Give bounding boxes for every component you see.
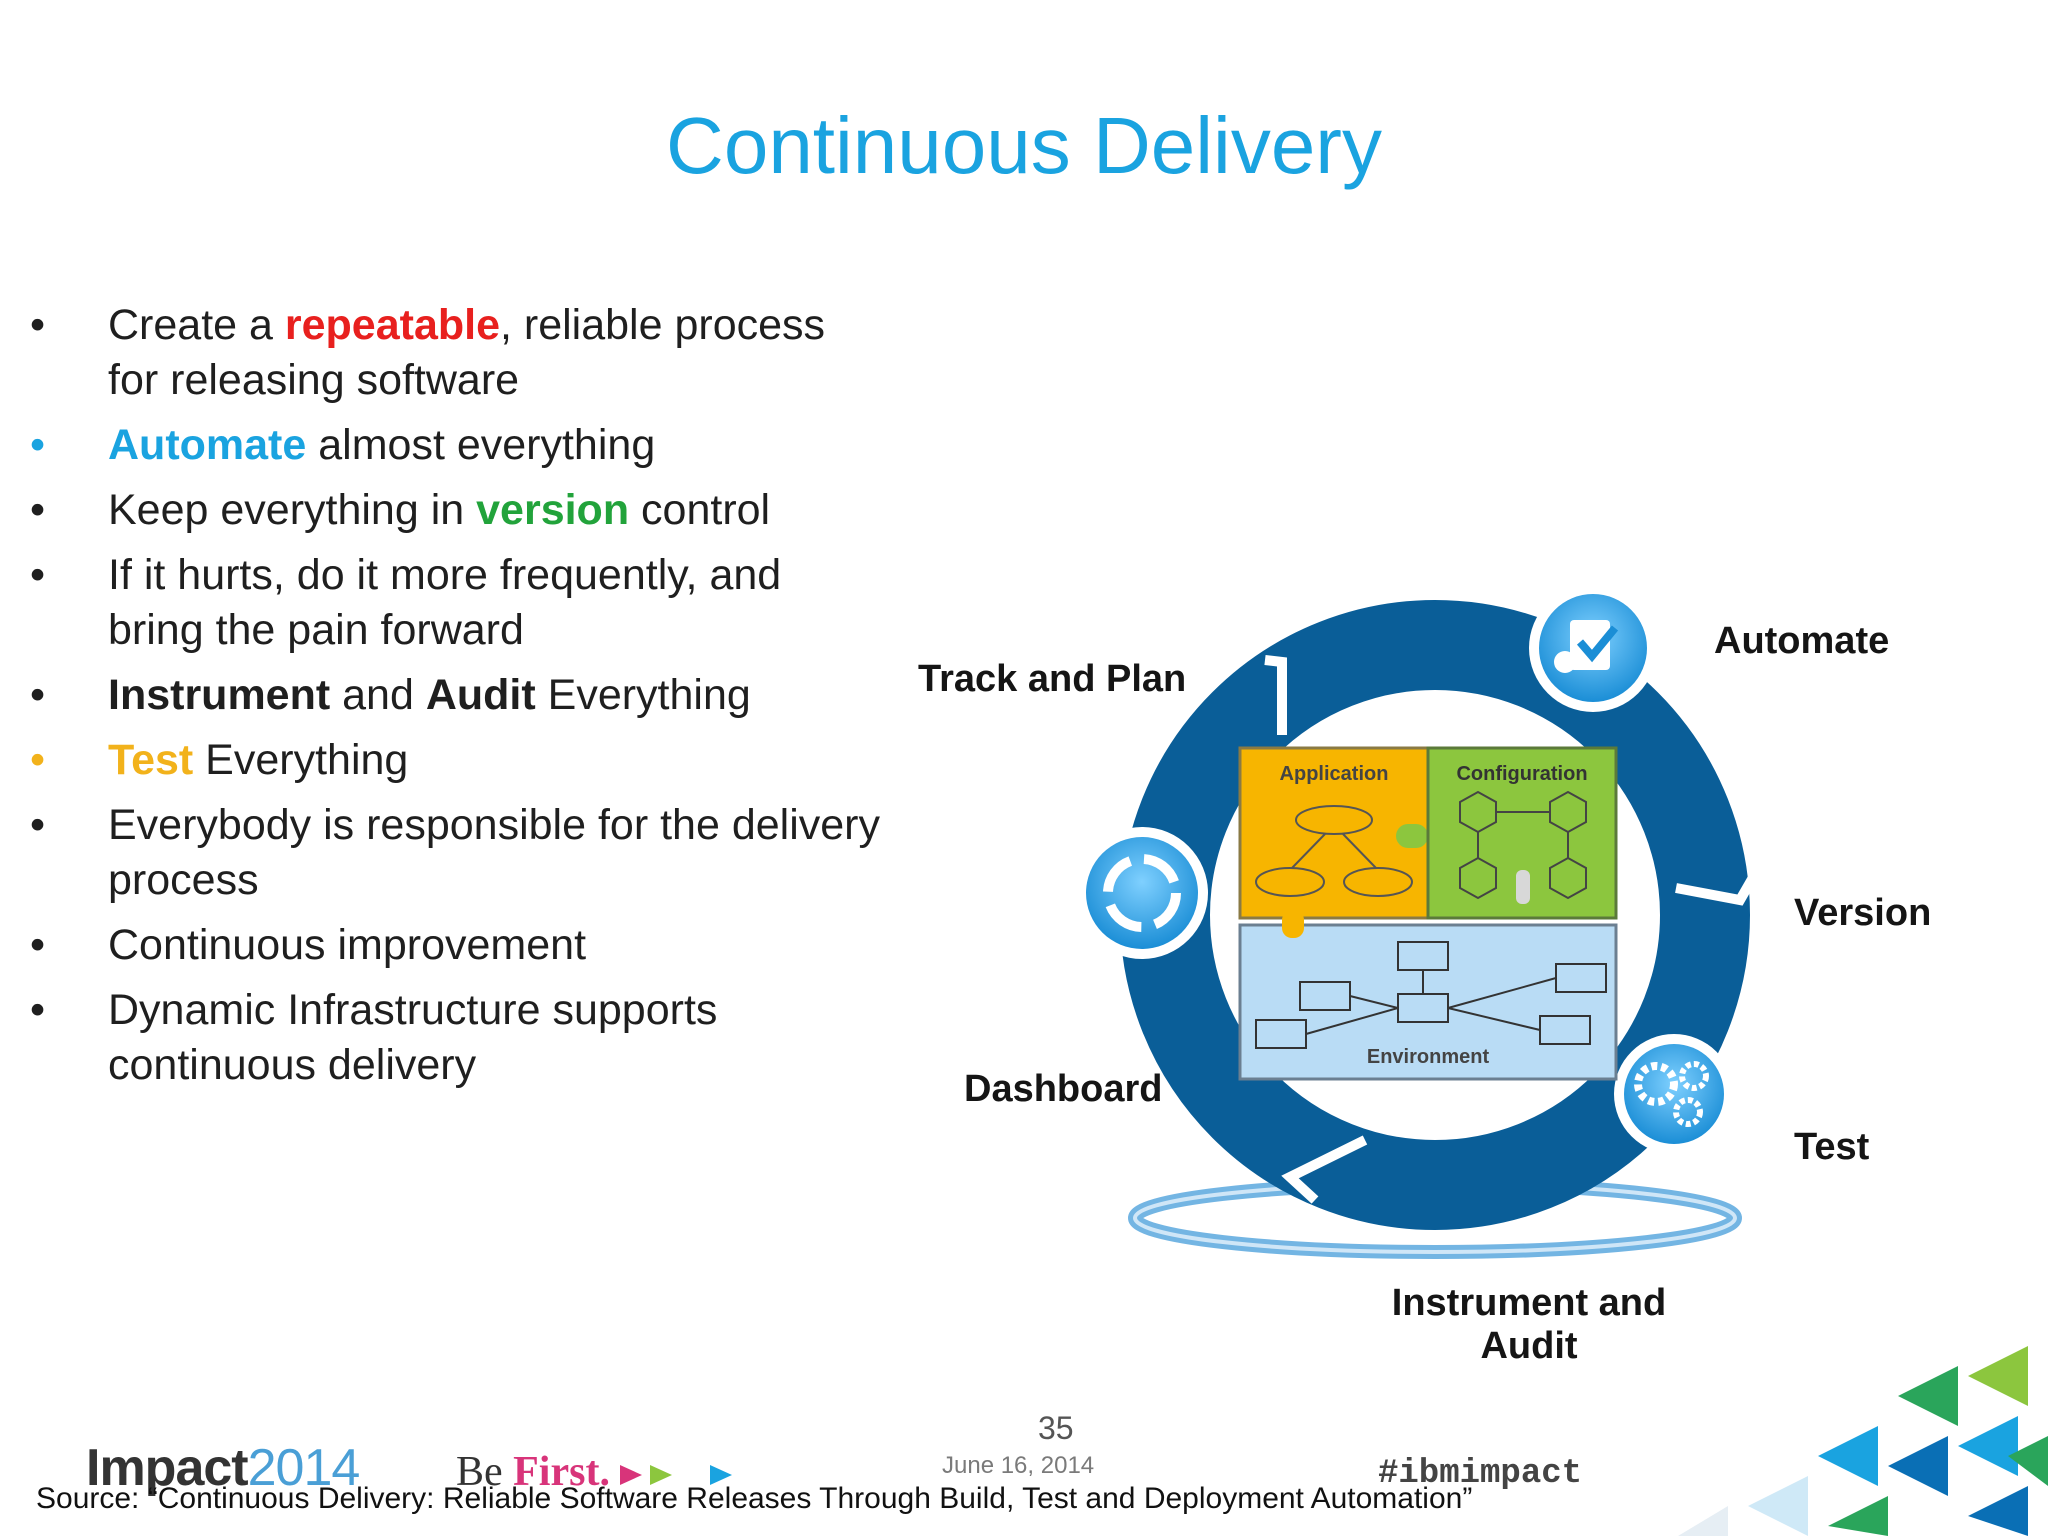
bullet-text: Continuous improvement [108,921,587,969]
bullet-line: Test Everything [108,733,950,788]
bullet-line: Instrument and Audit Everything [108,668,950,723]
slide-title: Continuous Delivery [666,101,1382,190]
first-word: First. [513,1449,610,1495]
gears-icon [1614,1034,1734,1154]
bullet-dot: • [30,551,46,599]
bullet-item: • Automate almost everything [30,418,950,473]
bullet-line: Continuous improvement [108,918,950,973]
bullet-text: Audit [425,671,536,719]
bullet-text: If it hurts, do it more frequently, and [108,551,782,599]
bullet-text: Instrument [108,671,331,719]
bullet-item: • Test Everything [30,733,950,788]
cycle-arrows-icon [1076,827,1208,959]
bullet-text: Everybody is responsible for the deliver… [108,801,880,849]
label-dashboard: Dashboard [964,1068,1163,1110]
environment-label: Environment [1367,1046,1490,1068]
be-first-logo: Be First. [456,1448,740,1496]
impact-year: 2014 [247,1439,361,1497]
bullet-item: • Keep everything in version control [30,483,950,538]
application-box: Application [1238,746,1430,920]
source-citation: Source: “Continuous Delivery: Reliable S… [36,1482,1473,1515]
impact-logo: Impact2014 [86,1438,361,1498]
page-number: 35 [1038,1410,1074,1446]
bullet-text: almost everything [306,421,656,469]
bullet-text: control [629,486,771,534]
label-instrument-line1: Instrument and [1391,1282,1667,1324]
bullet-text: Automate [108,421,307,469]
label-track-and-plan: Track and Plan [918,658,1187,700]
bullet-item: • Instrument and Audit Everything [30,668,950,723]
bullet-item: • Everybody is responsible for the delive… [30,798,950,908]
bullet-text: Dynamic Infrastructure supports [108,986,718,1034]
bullet-text: , reliable process [499,301,826,349]
arrows-icon [620,1465,733,1486]
label-instrument-and-audit: Instrument and Audit [1384,1282,1674,1368]
bullet-item: • If it hurts, do it more frequently, and… [30,548,950,658]
bullet-line: Create a repeatable, reliable process [108,298,950,353]
label-instrument-line2: Audit [1480,1325,1578,1367]
bullet-line-2: for releasing software [108,356,520,404]
automate-icon [1529,584,1657,712]
bullet-line: Dynamic Infrastructure supports [108,983,950,1038]
bullet-text: Test [108,736,194,784]
bullet-line: Automate almost everything [108,418,950,473]
delivery-cycle-diagram: Application Configuration Environment [1076,584,1775,1259]
bullet-dot: • [30,486,46,534]
bullet-dot: • [30,301,46,349]
configuration-box: Configuration [1426,746,1618,920]
bullet-line: If it hurts, do it more frequently, and [108,548,950,603]
environment-box: Environment [1238,910,1618,1081]
bullet-line: Keep everything in version control [108,483,950,538]
bullet-dot: • [30,671,46,719]
bullet-dot: • [30,921,46,969]
label-test: Test [1794,1126,1870,1168]
bullet-dot: • [30,421,46,469]
slide-date: June 16, 2014 [942,1452,1095,1479]
bullet-text: Everything [193,736,409,784]
bullet-text: Create a [108,301,285,349]
configuration-label: Configuration [1456,763,1587,785]
bullet-dot: • [30,801,46,849]
bullet-line-2: bring the pain forward [108,606,524,654]
bullet-dot: • [30,736,46,784]
bullet-text: Keep everything in [108,486,477,534]
bullet-text: repeatable [284,301,500,349]
be-word: Be [456,1449,514,1495]
bullet-line-2: process [108,856,259,904]
label-version: Version [1794,892,1932,934]
application-label: Application [1280,763,1389,785]
bullet-text: Everything [535,671,751,719]
bullet-text: version [476,486,630,534]
hashtag: #ibmimpact [1378,1455,1583,1493]
bullet-item: • Continuous improvement [30,918,950,973]
bullet-line: Everybody is responsible for the deliver… [108,798,950,853]
bullet-text: and [330,671,426,719]
bullet-item: • Dynamic Infrastructure supports continuo… [30,983,950,1093]
bullet-dot: • [30,986,46,1034]
bullet-line-2: continuous delivery [108,1041,477,1089]
triangle-pattern-decoration [1678,1346,2048,1536]
label-automate: Automate [1714,620,1890,662]
impact-word: Impact [86,1439,249,1497]
